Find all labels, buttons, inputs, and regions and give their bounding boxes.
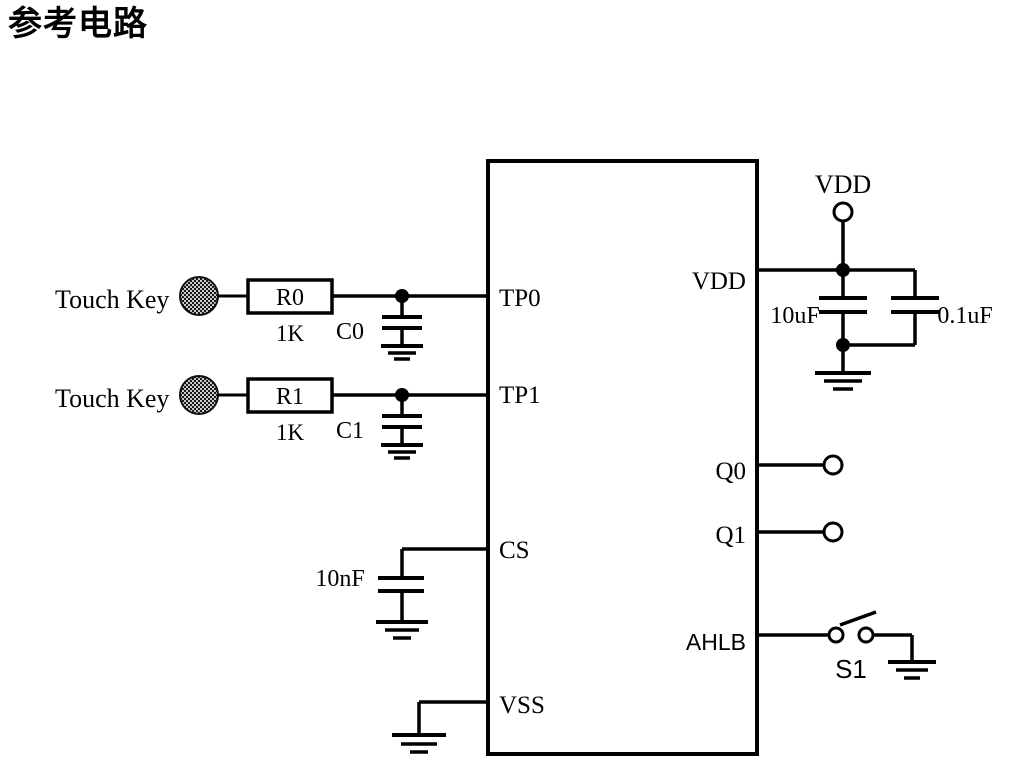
ground-icon-cs bbox=[376, 620, 428, 640]
page-title: 参考电路 bbox=[8, 4, 148, 44]
resistor-ref-r1: R1 bbox=[276, 384, 304, 410]
resistor-ref-r0: R0 bbox=[276, 285, 304, 311]
touch-channel-1: Touch Key R1 1K C1 bbox=[55, 375, 488, 460]
vdd-terminal-icon[interactable] bbox=[832, 201, 854, 223]
switch-contact-left bbox=[827, 626, 845, 644]
cs-network: 10nF bbox=[315, 547, 488, 640]
cap-ref-c0: C0 bbox=[336, 319, 364, 345]
touch-pad-icon-1[interactable] bbox=[179, 375, 219, 415]
ground-icon-c0 bbox=[381, 344, 423, 361]
cap-value-cs: 10nF bbox=[315, 566, 364, 592]
switch-ref-s1: S1 bbox=[835, 654, 867, 684]
ic-pin-label-cs: CS bbox=[499, 537, 530, 564]
ground-icon-vss bbox=[392, 733, 446, 754]
cap-value-bulk: 10uF bbox=[770, 303, 819, 329]
ground-icon-c1 bbox=[381, 443, 423, 460]
resistor-body-r0 bbox=[246, 278, 334, 315]
switch-contact-right bbox=[857, 626, 875, 644]
output-terminal-q1[interactable] bbox=[822, 521, 844, 543]
ic-pin-label-q0: Q0 bbox=[715, 458, 746, 485]
ic-body bbox=[486, 159, 759, 756]
cap-value-decap: 0.1uF bbox=[937, 303, 992, 329]
switch-blade-s1[interactable] bbox=[839, 610, 877, 627]
output-terminals bbox=[757, 454, 844, 543]
cap-ref-c1: C1 bbox=[336, 418, 364, 444]
vdd-rail-label: VDD bbox=[815, 170, 871, 199]
ic-pin-label-tp0: TP0 bbox=[499, 285, 541, 312]
ic-pin-label-ahlb: AHLB bbox=[686, 629, 746, 655]
ground-icon-s1 bbox=[888, 660, 936, 680]
ic-pin-label-vdd: VDD bbox=[692, 268, 746, 295]
resistor-value-r1: 1K bbox=[276, 420, 305, 445]
touch-channel-0: Touch Key R0 1K C0 bbox=[55, 276, 488, 361]
touch-key-label-0: Touch Key bbox=[55, 285, 169, 314]
ahlb-switch-network: S1 bbox=[757, 610, 936, 684]
ic-pin-label-q1: Q1 bbox=[715, 522, 746, 549]
output-terminal-q0[interactable] bbox=[822, 454, 844, 476]
ground-icon-power bbox=[815, 371, 871, 391]
resistor-body-r1 bbox=[246, 377, 334, 414]
resistor-value-r0: 1K bbox=[276, 321, 305, 346]
ic-pin-label-tp1: TP1 bbox=[499, 382, 541, 409]
power-supply-network: VDD 10uF 0.1uF bbox=[757, 170, 993, 391]
touch-key-label-1: Touch Key bbox=[55, 384, 169, 413]
ic-pin-label-vss: VSS bbox=[499, 692, 545, 719]
touch-pad-icon-0[interactable] bbox=[179, 276, 219, 316]
vss-network bbox=[392, 700, 488, 754]
